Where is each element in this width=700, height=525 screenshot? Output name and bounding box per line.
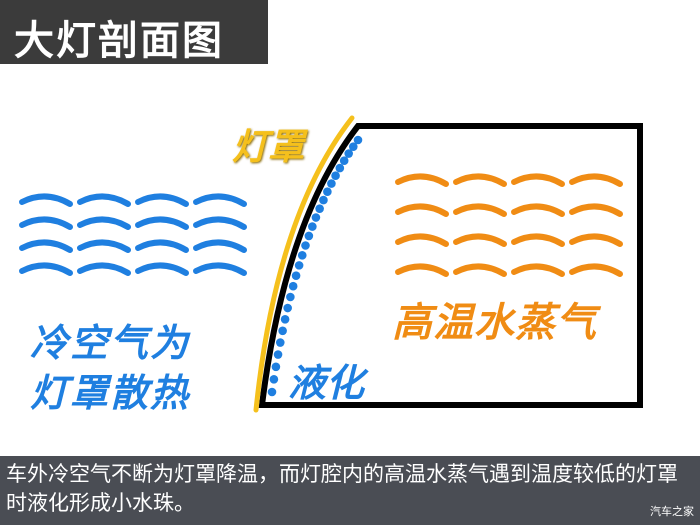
wave-stroke: [569, 203, 623, 217]
wave-stroke: [19, 262, 73, 276]
wave-stroke: [19, 193, 73, 207]
water-droplet: [353, 135, 363, 145]
page-title: 大灯剖面图: [14, 18, 224, 64]
water-droplet: [335, 163, 345, 173]
wave-stroke: [453, 203, 507, 217]
water-droplet: [275, 338, 285, 347]
wave-stroke: [77, 239, 131, 253]
wave-stroke: [569, 233, 623, 247]
water-droplet: [297, 251, 307, 260]
water-droplet: [308, 222, 317, 231]
water-droplet: [348, 142, 358, 151]
hot-vapor-waves: [395, 173, 623, 277]
caption-bar: 车外冷空气不断为灯罩降温，而灯腔内的高温水蒸气遇到温度较低的灯罩时液化形成小水珠…: [0, 456, 700, 525]
water-droplet: [288, 281, 298, 291]
wave-stroke: [511, 173, 565, 187]
water-droplets: [267, 135, 363, 397]
water-droplet: [271, 362, 281, 372]
caption-text: 车外冷空气不断为灯罩降温，而灯腔内的高温水蒸气遇到温度较低的灯罩时液化形成小水珠…: [6, 462, 678, 515]
wave-stroke: [569, 263, 623, 277]
title-bar: 大灯剖面图: [0, 0, 268, 64]
water-droplet: [315, 204, 324, 213]
wave-stroke: [395, 203, 449, 217]
water-droplet: [286, 292, 295, 302]
wave-stroke: [511, 233, 565, 247]
wave-stroke: [511, 263, 565, 277]
cold-air-label-line2: 灯罩散热: [30, 371, 191, 415]
cold-air-label-line1: 冷空气为: [30, 321, 191, 365]
wave-stroke: [19, 239, 73, 253]
wave-stroke: [193, 262, 247, 276]
water-droplet: [327, 179, 336, 188]
water-droplet: [339, 156, 349, 166]
water-droplet: [291, 271, 301, 280]
wave-stroke: [193, 216, 247, 230]
headlight-housing: [258, 123, 643, 408]
water-droplet: [311, 213, 321, 222]
lens-line: [253, 115, 355, 413]
wave-stroke: [453, 173, 507, 187]
wave-stroke: [135, 216, 189, 230]
liquefy-label: 液化: [288, 361, 365, 405]
cold-air-label: 冷空气为 灯罩散热: [30, 318, 190, 418]
wave-stroke: [511, 203, 565, 217]
water-droplet: [344, 149, 353, 158]
water-droplet: [280, 314, 290, 324]
water-droplet: [301, 241, 310, 250]
wave-stroke: [77, 193, 131, 207]
vapor-label: 高温水蒸气: [392, 300, 597, 346]
wave-stroke: [569, 173, 623, 187]
wave-stroke: [77, 262, 131, 276]
wave-stroke: [453, 263, 507, 277]
water-droplet: [319, 195, 328, 205]
water-droplet: [294, 261, 304, 270]
water-droplet: [304, 231, 314, 241]
wave-stroke: [135, 262, 189, 276]
water-droplet: [323, 187, 332, 197]
lens-label: 灯罩: [232, 127, 305, 168]
wave-stroke: [19, 216, 73, 230]
wave-stroke: [77, 216, 131, 230]
wave-stroke: [395, 173, 449, 187]
water-droplet: [267, 387, 277, 397]
wave-stroke: [395, 233, 449, 247]
wave-stroke: [135, 193, 189, 207]
wave-stroke: [193, 193, 247, 207]
water-droplet: [283, 303, 292, 313]
water-droplet: [269, 374, 279, 384]
wave-stroke: [193, 239, 247, 253]
cold-air-waves: [19, 193, 247, 276]
wave-stroke: [395, 263, 449, 277]
water-droplet: [278, 326, 287, 336]
watermark: 汽车之家: [650, 505, 694, 518]
water-droplet: [273, 350, 283, 359]
water-droplet: [331, 171, 340, 181]
wave-stroke: [453, 233, 507, 247]
wave-stroke: [135, 239, 189, 253]
